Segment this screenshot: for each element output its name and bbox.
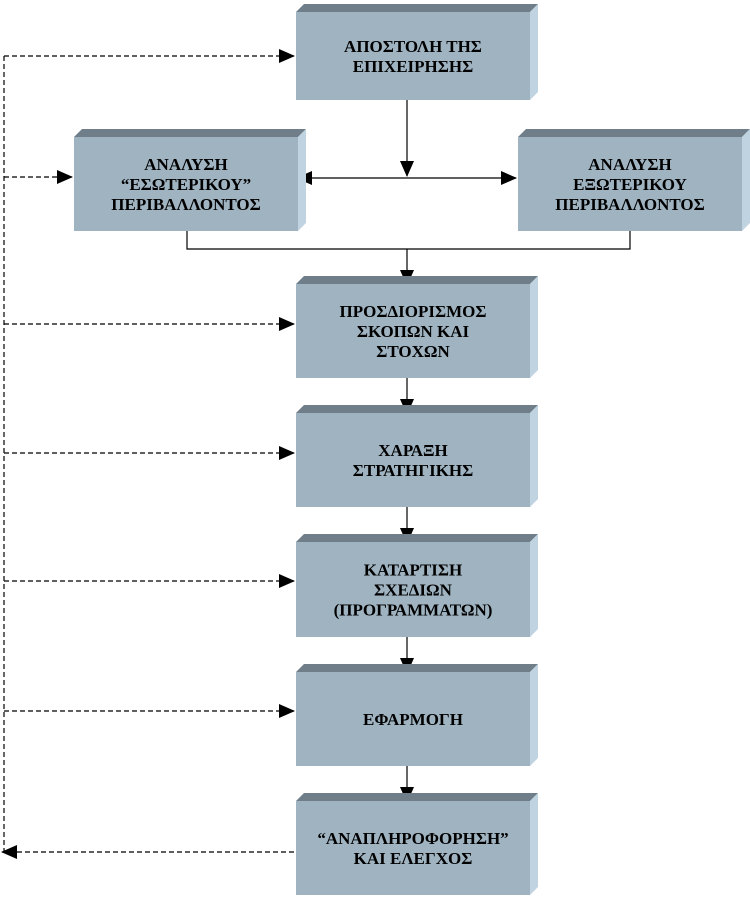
feedback-loop (1, 49, 295, 859)
box-label-line: ΠΕΡΙΒΑΛΛΟΝΤΟΣ (555, 195, 704, 214)
box-top-bevel (296, 534, 538, 542)
box-label-line: ΠΕΡΙΒΑΛΛΟΝΤΟΣ (111, 195, 260, 214)
box-side-bevel (530, 793, 538, 895)
box-internal: ΑΝΑΛΥΣΗ“ΕΣΩΤΕΡΙΚΟΥ”ΠΕΡΙΒΑΛΛΟΝΤΟΣ (74, 129, 306, 231)
box-top-bevel (296, 793, 538, 801)
boxes-layer: ΑΠΟΣΤΟΛΗ ΤΗΣΕΠΙΧΕΙΡΗΣΗΣΑΝΑΛΥΣΗ“ΕΣΩΤΕΡΙΚΟ… (74, 4, 750, 895)
box-top-bevel (296, 276, 538, 284)
box-label-line: ΕΞΩΤΕΡΙΚΟΥ (573, 175, 687, 194)
box-label-line: ΑΝΑΛΥΣΗ (588, 155, 671, 174)
box-label-line: ΣΤΡΑΤΗΓΙΚΗΣ (353, 461, 474, 480)
box-face (74, 137, 298, 231)
box-side-bevel (298, 129, 306, 231)
box-label-line: ΣΚΟΠΩΝ ΚΑΙ (357, 322, 470, 341)
box-label-line: “ΕΣΩΤΕΡΙΚΟΥ” (121, 175, 251, 194)
box-label-line: ΕΦΑΡΜΟΓΗ (363, 710, 463, 729)
box-side-bevel (530, 664, 538, 766)
box-top-bevel (296, 4, 538, 12)
box-label-line: “ΑΝΑΠΛΗΡΟΦΟΡΗΣΗ” (317, 829, 508, 848)
box-label-line: ΑΠΟΣΤΟΛΗ ΤΗΣ (344, 37, 482, 56)
box-side-bevel (530, 276, 538, 378)
box-face (296, 12, 530, 100)
box-top-bevel (296, 664, 538, 672)
box-label-line: ΣΧΕΔΙΩΝ (374, 581, 453, 600)
solid-connectors (186, 100, 631, 803)
box-label-line: ΑΝΑΛΥΣΗ (144, 155, 227, 174)
box-face (518, 137, 742, 231)
box-label-line: ΚΑΙ ΕΛΕΓΧΟΣ (354, 849, 473, 868)
box-face (296, 413, 530, 507)
box-side-bevel (530, 534, 538, 637)
box-face (296, 672, 530, 766)
box-label-line: ΠΡΟΣΔΙΟΡΙΣΜΟΣ (340, 302, 487, 321)
box-label-line: ΧΑΡΑΞΗ (378, 441, 447, 460)
connector-analysis-merge (186, 231, 631, 250)
box-side-bevel (742, 129, 750, 231)
box-side-bevel (530, 405, 538, 507)
box-label-line: ΣΤΟΧΩΝ (376, 342, 450, 361)
box-face (296, 801, 530, 895)
box-label-line: ΕΠΙΧΕΙΡΗΣΗΣ (353, 57, 473, 76)
box-label-line: (ΠΡΟΓΡΑΜΜΑΤΩΝ) (334, 601, 493, 620)
box-top-bevel (296, 405, 538, 413)
box-top-bevel (518, 129, 750, 137)
box-face (296, 542, 530, 637)
box-label-line: ΚΑΤΑΡΤΙΣΗ (364, 561, 463, 580)
box-feedback: “ΑΝΑΠΛΗΡΟΦΟΡΗΣΗ”ΚΑΙ ΕΛΕΓΧΟΣ (296, 793, 538, 895)
box-side-bevel (530, 4, 538, 100)
box-face (296, 284, 530, 378)
box-top-bevel (74, 129, 306, 137)
box-implementation: ΕΦΑΡΜΟΓΗ (296, 664, 538, 766)
